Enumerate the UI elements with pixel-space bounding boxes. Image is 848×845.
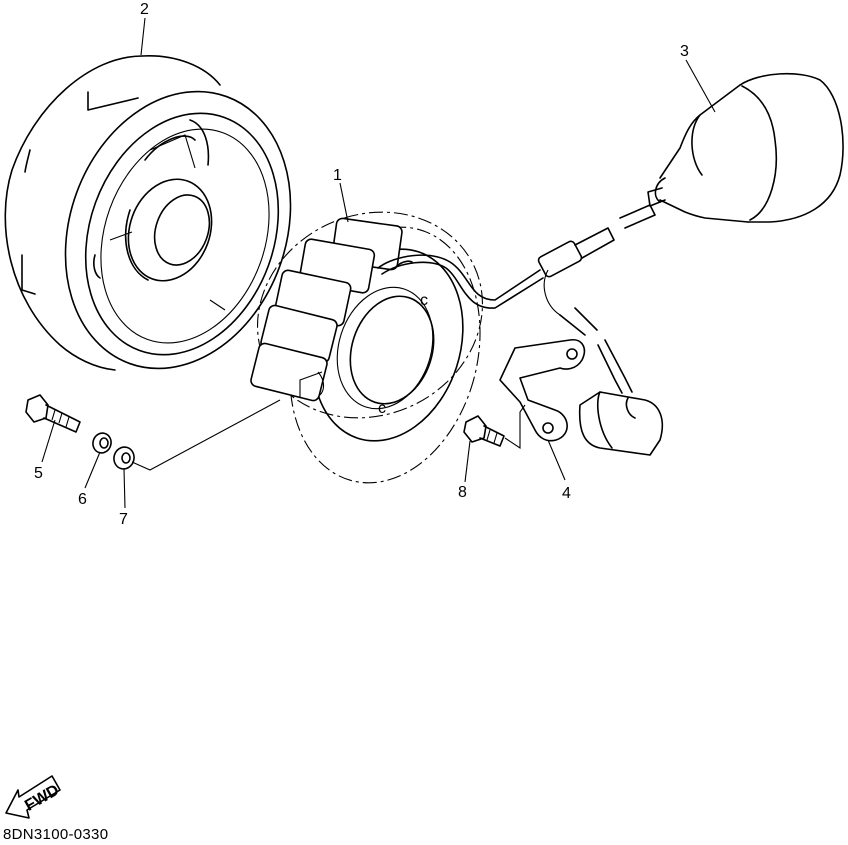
leader-lines [41, 17, 716, 509]
callout-3: 3 [680, 43, 689, 60]
screw-8 [463, 415, 505, 447]
washer-6 [92, 432, 112, 454]
callout-1: 1 [333, 167, 342, 184]
pickup-coil-bracket [499, 307, 664, 456]
guide-line-7-to-stator [131, 399, 281, 471]
fwd-label: FWD [22, 782, 62, 815]
callout-7: 7 [119, 511, 128, 528]
forward-arrow-icon: FWD [5, 775, 62, 819]
svg-text:c: c [378, 400, 386, 417]
wire-grommet [537, 204, 656, 316]
flywheel-rotor [4, 55, 292, 371]
bolt-5 [25, 394, 81, 433]
callout-4: 4 [562, 485, 571, 502]
callout-8: 8 [458, 484, 467, 501]
guide-line-8-to-bracket [504, 404, 526, 450]
svg-text:c: c [420, 292, 428, 309]
callout-6: 6 [78, 491, 87, 508]
washer-7 [113, 446, 135, 470]
connector-cap [647, 72, 844, 223]
callout-labels: 1 2 3 4 5 6 7 8 [34, 1, 689, 528]
stator-assembly: c c [250, 211, 544, 484]
callout-5: 5 [34, 465, 43, 482]
drawing-code: 8DN3100-0330 [3, 826, 109, 843]
callout-2: 2 [140, 1, 149, 18]
